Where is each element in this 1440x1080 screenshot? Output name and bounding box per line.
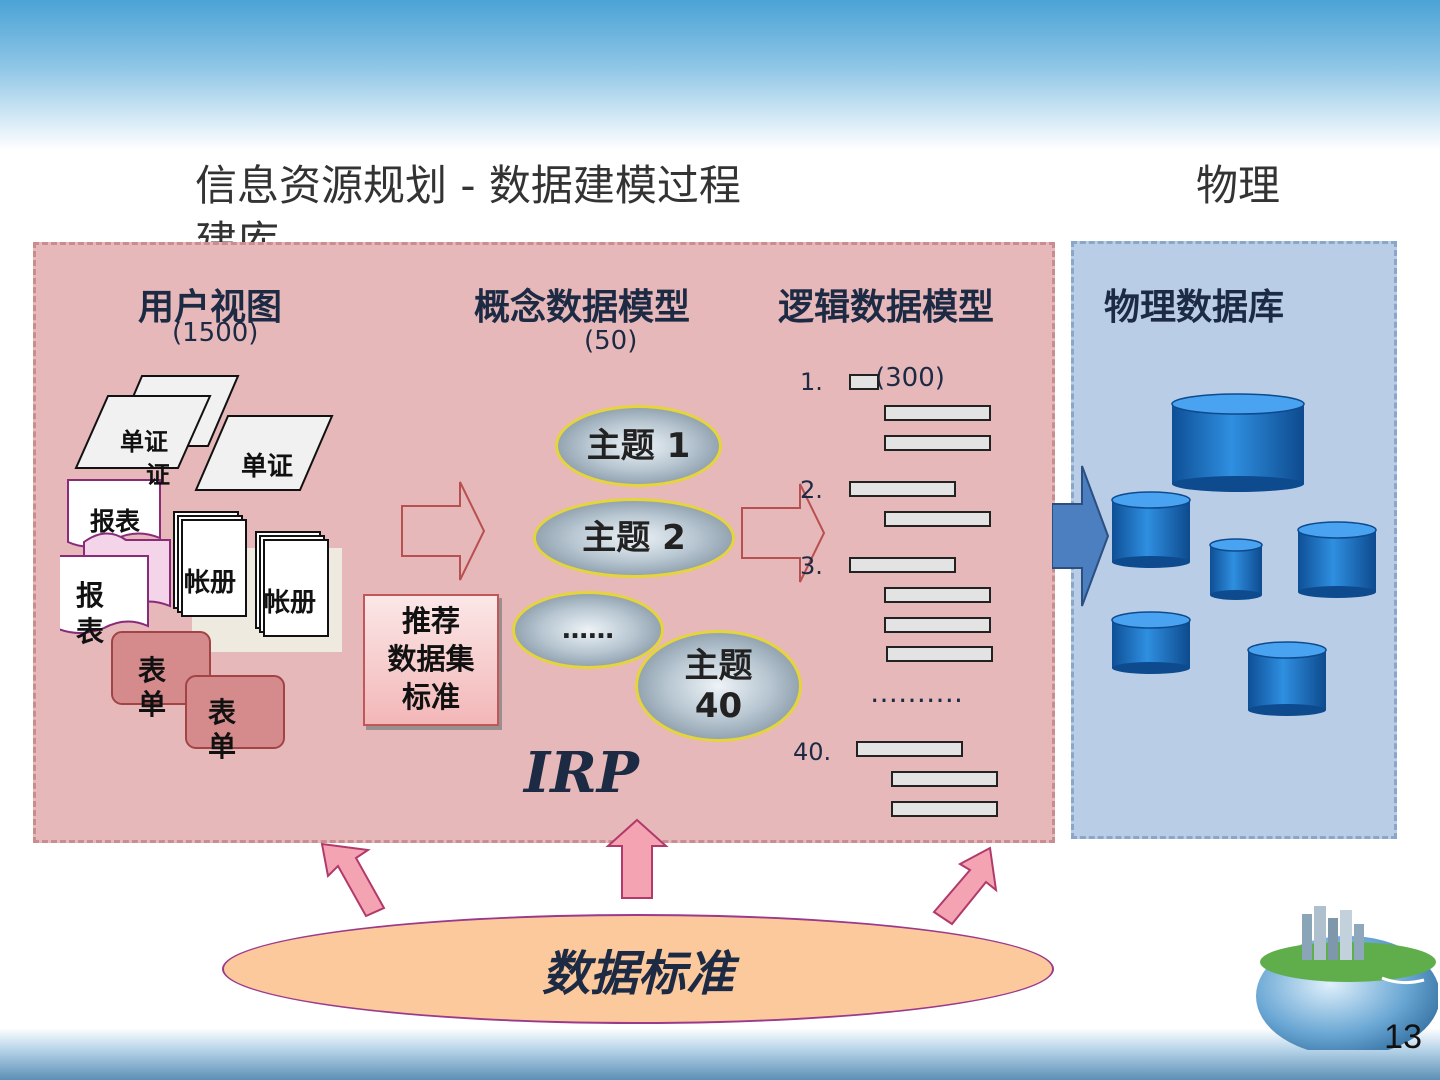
entity-bar [856, 741, 963, 757]
voucher-shape-right [194, 415, 334, 491]
database-cylinders [1111, 393, 1377, 716]
entity-bar [849, 481, 956, 497]
topic-1: 主题 1 [555, 405, 722, 487]
arrow-up-left [320, 842, 386, 918]
topic-2: 主题 2 [533, 498, 735, 578]
entity-bar [891, 801, 998, 817]
voucher-label-a: 单证 [120, 428, 168, 456]
entity-bar [884, 587, 991, 603]
ledger-shape-b [263, 539, 329, 637]
arrow-right-outline-2 [741, 483, 826, 583]
ledger-shape-a [181, 519, 247, 617]
form-shape-b [185, 675, 285, 749]
entity-bar [849, 374, 879, 390]
database-cylinder [1297, 521, 1377, 598]
report-shape-front [60, 555, 149, 634]
entity-bar [884, 617, 991, 633]
count-user-view: (1500) [172, 318, 259, 348]
topic-ellipsis: …… [512, 591, 664, 669]
irp-label: IRP [524, 740, 639, 806]
ledger-label-a: 帐册 [184, 568, 237, 598]
entity-bar [891, 771, 998, 787]
report-label-a: 报表 [90, 507, 141, 536]
arrow-right-outline-1 [401, 481, 486, 581]
arrow-up-right [932, 846, 998, 926]
data-standard-label: 数据标准 [541, 946, 734, 1002]
logical-item-1: 1. [800, 368, 823, 396]
entity-bar [886, 646, 993, 662]
logical-item-40: 40. [793, 738, 832, 766]
voucher-label-b: 单证 [241, 452, 294, 482]
recommend-dataset-standard-box: 推荐 数据集 标准 [363, 594, 499, 726]
entity-bar [849, 557, 956, 573]
heading-logical: 逻辑数据模型 [778, 287, 995, 328]
ledger-label-b: 帐册 [264, 588, 317, 618]
voucher-label-overflow: 证 [146, 461, 170, 489]
arrow-up-center [605, 818, 669, 899]
database-cylinder [1111, 611, 1191, 674]
logical-item-3: 3. [800, 552, 823, 580]
entity-bar [884, 405, 991, 421]
form-label-a: 表 单 [138, 654, 167, 721]
database-cylinder-large [1171, 393, 1305, 492]
slide-title-right: 物理 [1196, 161, 1281, 210]
arrow-right-solid [1052, 465, 1110, 607]
voucher-shape-front [74, 395, 212, 469]
document-shapes [60, 375, 342, 749]
count-logical: (300) [875, 363, 945, 393]
entity-bar [884, 511, 991, 527]
heading-conceptual: 概念数据模型 [474, 287, 691, 328]
count-conceptual: (50) [584, 326, 638, 356]
logical-item-2: 2. [800, 476, 823, 504]
heading-user-view: 用户视图 [138, 287, 283, 328]
heading-physical: 物理数据库 [1104, 287, 1285, 328]
logical-ellipsis: ………. [870, 676, 963, 709]
topic-40: 主题 40 [635, 630, 802, 742]
database-cylinder [1247, 641, 1327, 716]
footer-gradient [0, 1028, 1440, 1080]
slide-title: 信息资源规划 - 数据建模过程 [195, 161, 741, 210]
city-globe-decoration [1256, 906, 1438, 1050]
report-label-b: 报 表 [76, 579, 105, 648]
database-cylinder [1209, 538, 1263, 600]
entity-bar [884, 435, 991, 451]
header-gradient [0, 0, 1440, 150]
database-cylinder [1111, 491, 1191, 568]
page-number: 13 [1384, 1018, 1422, 1056]
data-standard-ellipse: 数据标准 [222, 914, 1054, 1024]
form-label-b: 表 单 [208, 696, 237, 763]
